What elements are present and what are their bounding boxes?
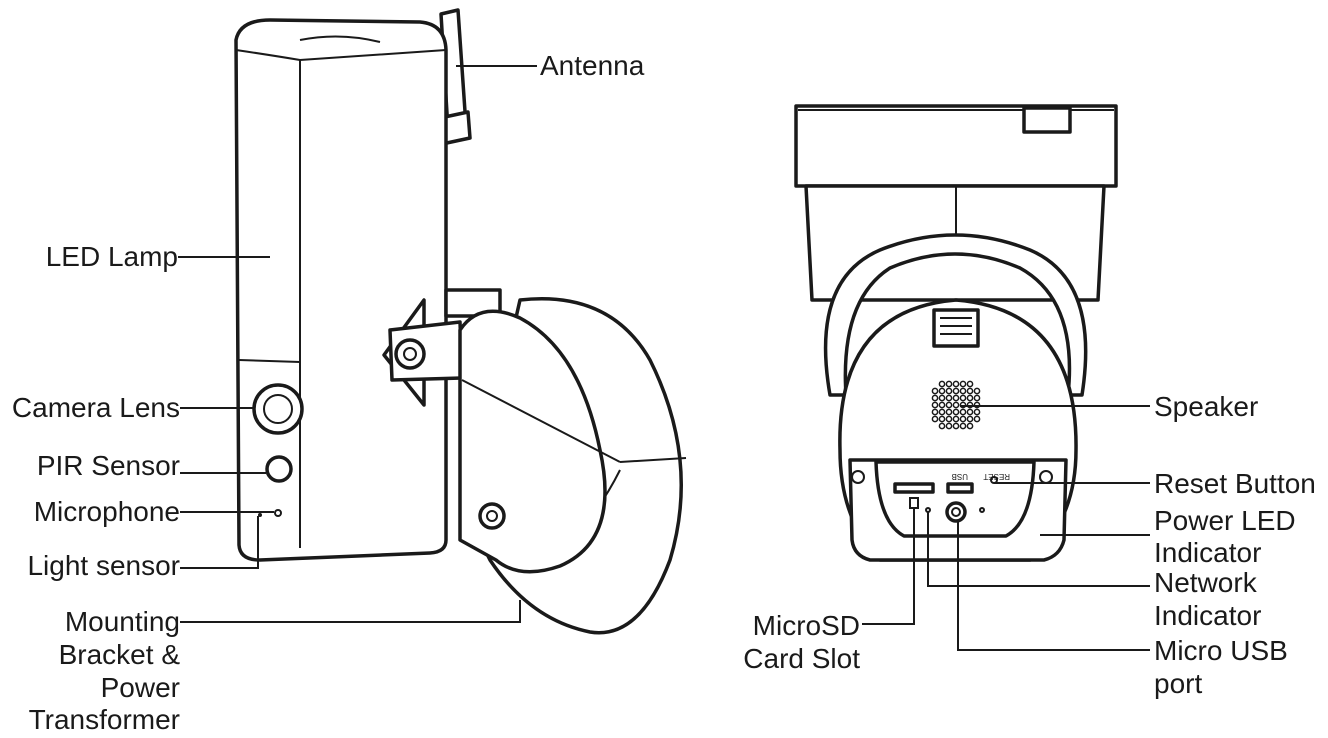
speaker-hole <box>938 401 946 409</box>
speaker-hole <box>952 401 960 409</box>
speaker-hole <box>959 394 967 402</box>
speaker-hole <box>966 394 974 402</box>
label-antenna: Antenna <box>540 50 645 81</box>
leader-lines <box>178 65 1150 651</box>
speaker-hole <box>938 387 946 395</box>
speaker-hole <box>945 422 953 430</box>
speaker-hole <box>945 401 953 409</box>
label-pir-sensor: PIR Sensor <box>37 450 180 481</box>
label-light-sensor: Light sensor <box>27 550 180 581</box>
speaker-hole <box>966 387 974 395</box>
label-network-line1: Network <box>1154 567 1258 598</box>
speaker-hole <box>959 380 967 388</box>
speaker-hole <box>959 387 967 395</box>
speaker-hole <box>973 394 981 402</box>
label-power-led-line1: Power LED <box>1154 505 1296 536</box>
speaker-hole <box>931 394 939 402</box>
speaker-hole <box>952 408 960 416</box>
label-reset-button: Reset Button <box>1154 468 1316 499</box>
label-microsd-line2: Card Slot <box>743 643 860 674</box>
hood <box>823 233 1088 397</box>
top-block <box>794 104 1118 302</box>
label-led-lamp: LED Lamp <box>46 241 178 272</box>
usb-panel-text: USB <box>952 472 968 481</box>
label-speaker: Speaker <box>1154 391 1258 422</box>
speaker-hole <box>945 394 953 402</box>
left-camera-drawing <box>234 8 687 635</box>
speaker-hole <box>938 394 946 402</box>
label-mounting-line2: Bracket & <box>59 639 181 670</box>
label-micro-usb-line1: Micro USB <box>1154 635 1288 666</box>
reset-panel-text: RESET <box>983 472 1010 481</box>
label-camera-lens: Camera Lens <box>12 392 180 423</box>
speaker-hole <box>938 415 946 423</box>
label-microsd-line1: MicroSD <box>753 610 860 641</box>
speaker-hole <box>966 408 974 416</box>
port-panel: RESET USB <box>848 458 1068 562</box>
speaker-hole <box>945 408 953 416</box>
speaker-hole <box>945 415 953 423</box>
speaker-hole <box>931 408 939 416</box>
swivel-arm <box>382 288 502 407</box>
right-camera-drawing: RESET USB <box>794 104 1118 562</box>
speaker-hole <box>966 380 974 388</box>
sensor-face <box>252 383 304 517</box>
speaker-hole <box>952 387 960 395</box>
speaker-hole <box>966 415 974 423</box>
speaker-hole <box>959 422 967 430</box>
right-labels: Speaker Reset Button Power LED Indicator… <box>743 391 1316 699</box>
speaker-hole <box>973 387 981 395</box>
speaker-hole <box>945 387 953 395</box>
speaker-hole <box>938 422 946 430</box>
speaker-hole <box>952 394 960 402</box>
label-micro-usb-line2: port <box>1154 668 1202 699</box>
speaker-hole <box>938 380 946 388</box>
speaker-hole <box>931 415 939 423</box>
speaker-hole <box>952 415 960 423</box>
speaker-hole <box>973 408 981 416</box>
speaker-hole <box>952 422 960 430</box>
speaker-hole <box>931 401 939 409</box>
speaker-hole <box>931 387 939 395</box>
left-labels: Antenna LED Lamp Camera Lens PIR Sensor … <box>12 50 645 735</box>
label-mounting-line1: Mounting <box>65 606 180 637</box>
label-microphone: Microphone <box>34 496 180 527</box>
lamp-housing <box>234 18 448 562</box>
mounting-bracket <box>458 297 687 635</box>
speaker-hole <box>966 422 974 430</box>
speaker-hole <box>938 408 946 416</box>
speaker-hole <box>959 415 967 423</box>
label-mounting-line3: Power <box>101 672 180 703</box>
label-power-led-line2: Indicator <box>1154 537 1261 568</box>
speaker-hole <box>945 380 953 388</box>
speaker-hole <box>973 415 981 423</box>
speaker-hole <box>959 408 967 416</box>
label-network-line2: Indicator <box>1154 600 1261 631</box>
speaker-hole <box>952 380 960 388</box>
label-mounting-line4: Transformer <box>29 704 180 733</box>
